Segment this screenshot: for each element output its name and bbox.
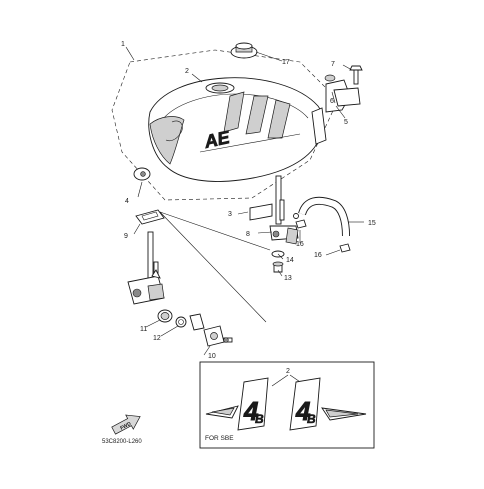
o-ring — [175, 316, 187, 328]
callout-6: 6 — [330, 98, 334, 105]
fwd-arrow: FWD — [111, 414, 141, 435]
diagram-code: 53C8200-L260 — [102, 439, 142, 445]
inset-label: FOR SBE — [205, 435, 234, 442]
screw — [223, 337, 233, 343]
inset-callout-2: 2 — [286, 368, 290, 375]
callout-2: 2 — [185, 68, 189, 75]
tank-decal-text: AE — [202, 127, 233, 152]
svg-text:B: B — [255, 412, 264, 426]
callout-14: 14 — [286, 257, 294, 264]
fuel-cock-exploded — [127, 231, 165, 305]
fwd-label: FWD — [119, 421, 132, 432]
lever-seal — [189, 313, 205, 331]
gasket — [135, 209, 165, 225]
fuel-tank: AE — [148, 77, 327, 182]
fuel-hose — [298, 196, 350, 237]
svg-text:4: 4 — [295, 396, 311, 426]
tank-bracket-assembly — [324, 65, 363, 113]
callout-11: 11 — [140, 326, 147, 333]
hose-clip-lower — [339, 243, 351, 253]
assembly-bracket-line — [159, 211, 271, 323]
callout-9: 9 — [124, 233, 128, 240]
callout-13: 13 — [284, 275, 292, 282]
cover-plate — [203, 325, 225, 347]
callout-8: 8 — [246, 231, 250, 238]
fuel-cock-assembly-upper — [269, 175, 299, 273]
callout-5: 5 — [344, 119, 348, 126]
callout-17: 17 — [282, 59, 290, 66]
callout-7: 7 — [331, 61, 335, 68]
svg-text:B: B — [307, 412, 316, 426]
callout-1: 1 — [121, 41, 125, 48]
callout-10: 10 — [208, 353, 216, 360]
damper-rubber — [133, 167, 151, 181]
callout-4: 4 — [125, 198, 129, 205]
plate — [249, 203, 273, 221]
tank-assembly-outline — [111, 49, 339, 201]
decal-right: 4 B — [289, 377, 367, 431]
inset-sbe-decals: 2 4 B 4 B FOR SBE — [199, 361, 375, 449]
fuel-cap — [230, 42, 258, 59]
o-ring-cap — [157, 309, 173, 323]
callout-12: 12 — [153, 335, 161, 342]
decal-left: 4 B — [205, 377, 269, 431]
callout-16-lower: 16 — [314, 252, 322, 259]
svg-text:4: 4 — [243, 396, 259, 426]
callout-15: 15 — [368, 220, 376, 227]
hose-clip-upper — [295, 219, 307, 229]
callout-16-upper: 16 — [296, 241, 304, 248]
callout-3: 3 — [228, 211, 232, 218]
